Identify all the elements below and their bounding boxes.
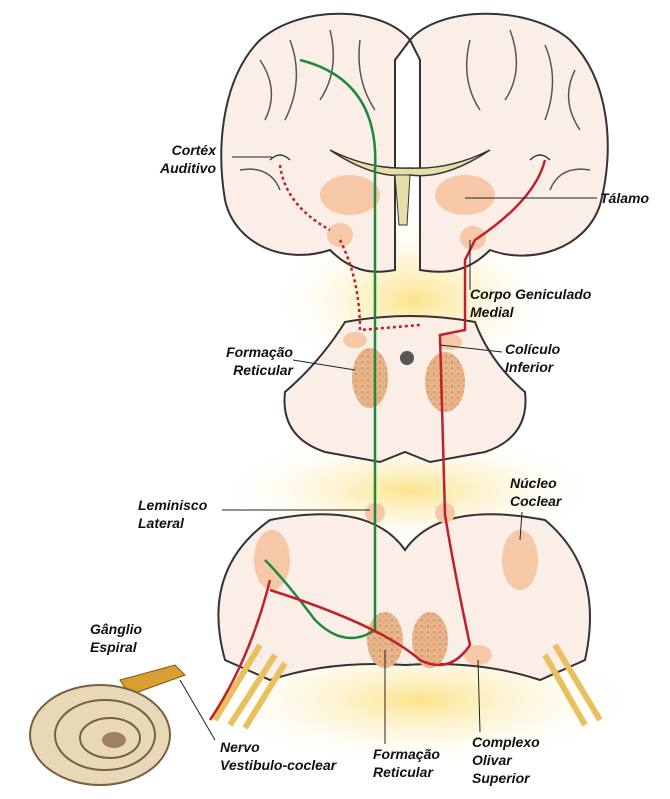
- label-line: Lateral: [138, 515, 184, 531]
- label-line: Reticular: [233, 362, 293, 378]
- label-line: Espiral: [90, 639, 137, 655]
- label-formacao-reticular-bottom: Formação Reticular: [373, 745, 440, 781]
- label-line: Vestibulo-coclear: [220, 757, 337, 773]
- label-leminisco-lateral: Leminisco Lateral: [138, 496, 207, 532]
- label-line: Coclear: [510, 493, 562, 509]
- label-line: Cortéx: [171, 142, 216, 158]
- label-line: Colículo: [505, 341, 561, 357]
- leader-lines: [179, 156, 597, 744]
- label-nucleo-coclear: Núcleo Coclear: [510, 474, 561, 510]
- label-line: Corpo Geniculado: [470, 286, 592, 302]
- label-line: Gânglio: [90, 621, 143, 637]
- label-line: Formação: [373, 746, 440, 762]
- label-line: Auditivo: [160, 160, 216, 176]
- label-nervo-vestibulo-coclear: Nervo Vestibulo-coclear: [220, 738, 336, 774]
- label-line: Olivar: [472, 752, 512, 768]
- cochlea-illustration: [29, 664, 186, 786]
- red-dotted-pathway: [278, 164, 421, 332]
- label-line: Formação: [226, 344, 293, 360]
- label-line: Reticular: [373, 764, 433, 780]
- label-line: Núcleo: [510, 475, 557, 491]
- label-formacao-reticular-top: Formação Reticular: [205, 343, 293, 379]
- label-coliculo-inferior: Colículo Inferior: [505, 340, 560, 376]
- label-ganglio-espiral: Gânglio Espiral: [90, 620, 142, 656]
- red-pathway: [269, 159, 547, 667]
- label-line: Leminisco: [138, 497, 208, 513]
- label-line: Superior: [472, 770, 530, 786]
- label-cortex-auditivo: Cortéx Auditivo: [140, 141, 216, 177]
- label-corpo-geniculado-medial: Corpo Geniculado Medial: [470, 285, 591, 321]
- label-talamo: Tálamo: [600, 190, 650, 206]
- green-pathway: [264, 58, 377, 640]
- label-line: Complexo: [472, 734, 540, 750]
- label-line: Nervo: [220, 739, 260, 755]
- label-line: Inferior: [505, 359, 554, 375]
- label-complexo-olivar-superior: Complexo Olivar Superior: [472, 733, 540, 787]
- label-line: Medial: [470, 304, 514, 320]
- midbrain-section: [283, 315, 527, 464]
- brain-coronal-section: [220, 12, 609, 273]
